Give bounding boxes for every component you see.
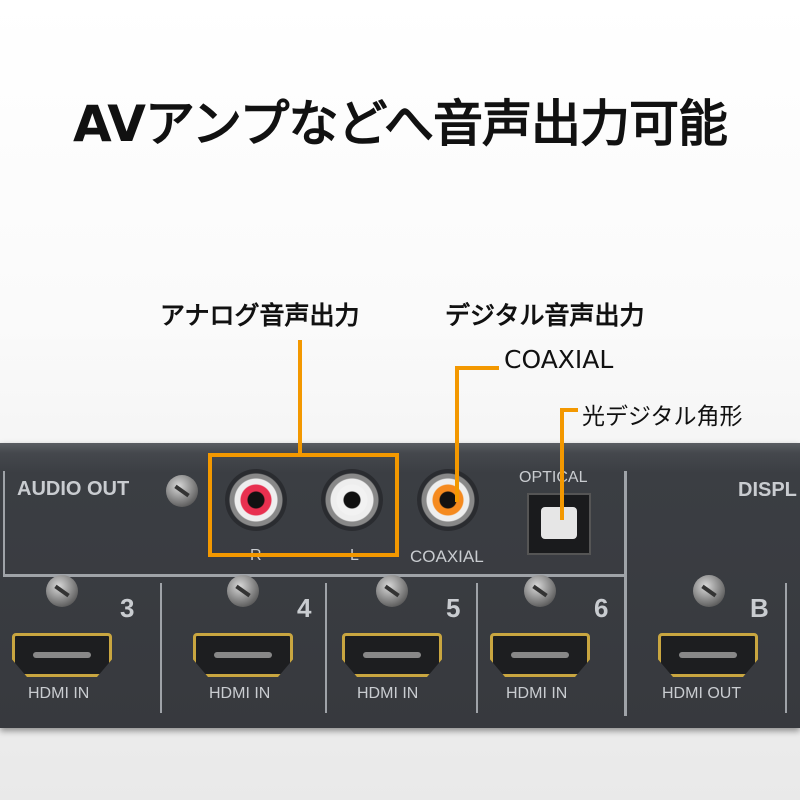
device-rear-panel: AUDIO OUT R L COAXIAL OPTICAL DISPL 3 HD… [0, 443, 800, 728]
port-label: HDMI IN [209, 685, 271, 702]
optical-port[interactable] [527, 493, 591, 555]
port-label: HDMI IN [357, 685, 419, 702]
analog-audio-callout: アナログ音声出力 [160, 301, 360, 330]
port-number: B [750, 593, 769, 623]
optical-callout-line [560, 408, 578, 412]
digital-audio-callout: デジタル音声出力 [445, 301, 645, 330]
headline: AVアンプなどへ音声出力可能 [73, 95, 728, 153]
hdmi-in-port-3[interactable] [12, 633, 112, 677]
coaxial-label: COAXIAL [410, 547, 484, 566]
coaxial-callout: COAXIAL [504, 345, 614, 374]
analog-highlight-box [208, 453, 399, 557]
coaxial-callout-line [455, 366, 499, 370]
screw-icon [693, 575, 725, 607]
screw-icon [227, 575, 259, 607]
port-label: HDMI OUT [662, 685, 742, 702]
rca-jack-right[interactable] [225, 469, 287, 531]
display-label: DISPL [738, 479, 797, 501]
rca-jack-left[interactable] [321, 469, 383, 531]
hdmi-out-port-b[interactable] [658, 633, 758, 677]
port-label: HDMI IN [506, 685, 568, 702]
screw-icon [166, 475, 198, 507]
port-number: 6 [594, 593, 609, 623]
optical-label: OPTICAL [519, 469, 588, 486]
port-label: HDMI IN [28, 685, 90, 702]
coaxial-jack[interactable] [417, 469, 479, 531]
screw-icon [524, 575, 556, 607]
audio-out-label: AUDIO OUT [17, 478, 130, 500]
analog-callout-line [298, 340, 302, 455]
hdmi-in-port-5[interactable] [342, 633, 442, 677]
screw-icon [376, 575, 408, 607]
hdmi-in-port-4[interactable] [193, 633, 293, 677]
port-number: 5 [446, 593, 461, 623]
panel-divider [3, 574, 626, 577]
hdmi-in-port-6[interactable] [490, 633, 590, 677]
port-number: 4 [297, 593, 312, 623]
optical-callout: 光デジタル角形 [582, 404, 743, 430]
port-number: 3 [120, 593, 135, 623]
screw-icon [46, 575, 78, 607]
